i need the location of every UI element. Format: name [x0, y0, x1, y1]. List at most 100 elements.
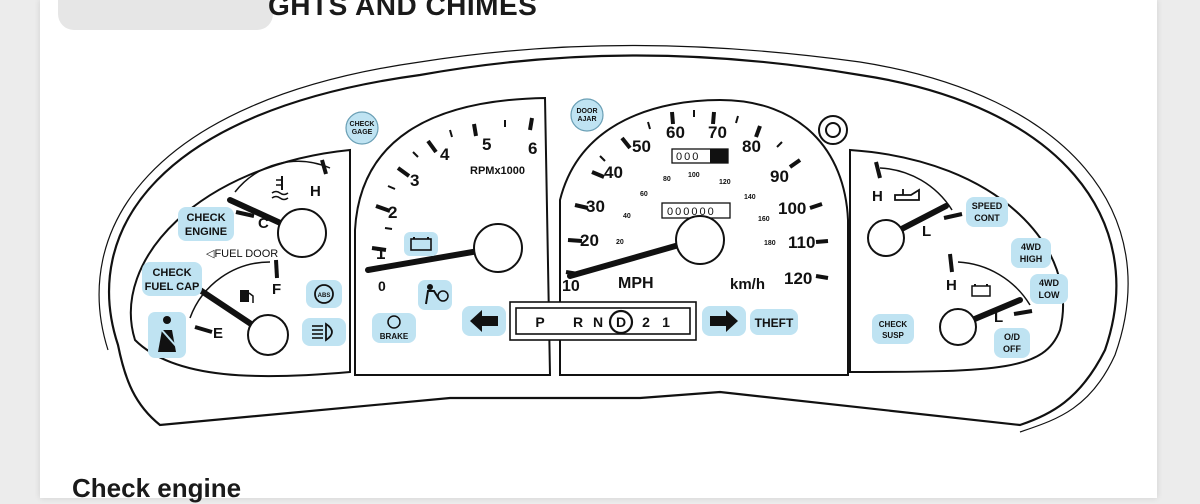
speed-control-indicator: SPEED CONT [966, 197, 1008, 227]
fuel-full-label: F [272, 281, 281, 298]
section-heading: GHTS AND CHIMES [268, 0, 538, 21]
coolant-temp-icon [271, 176, 289, 201]
batt-high-label: H [946, 277, 957, 294]
battery-gauge-icon [971, 284, 991, 297]
left-turn-indicator [462, 306, 506, 336]
gear-r: R [573, 314, 583, 330]
svg-text:CHECK: CHECK [350, 121, 375, 128]
svg-text:CONT: CONT [974, 213, 1000, 223]
trip-reset-knob [818, 115, 848, 145]
speed-kmh-160: 160 [758, 216, 770, 223]
batt-low-label: L [994, 309, 1003, 326]
check-gage-indicator: CHECK GAGE [345, 111, 379, 145]
left-arrow-icon [470, 310, 498, 332]
svg-text:LOW: LOW [1039, 290, 1060, 300]
gear-d: D [616, 314, 626, 330]
temperature-gauge: H C [227, 159, 331, 258]
speed-hub [675, 215, 725, 265]
speed-kmh-40: 40 [623, 213, 631, 220]
svg-text:THEFT: THEFT [755, 316, 794, 330]
trip-odometer-value: 000 [676, 151, 700, 163]
fuel-gauge: F E [189, 259, 289, 356]
gear-p: P [535, 314, 544, 330]
tach-tick-3 [396, 166, 411, 178]
svg-text:FUEL CAP: FUEL CAP [145, 281, 200, 293]
tach-tick-1 [371, 246, 387, 252]
speed-kmh-140: 140 [744, 194, 756, 201]
odometer-value: 000000 [667, 206, 716, 218]
temp-cold-tick [235, 210, 255, 218]
gear-n: N [593, 314, 603, 330]
brake-icon [387, 315, 401, 329]
svg-text:BRAKE: BRAKE [380, 332, 409, 341]
tach-unit: RPMx1000 [470, 165, 525, 177]
airbag-indicator [418, 280, 452, 310]
oil-pressure-gauge: H L [867, 161, 963, 257]
speed-mph-100: 100 [778, 199, 806, 218]
svg-text:SPEED: SPEED [972, 201, 1003, 211]
section-subheading: Check engine [72, 473, 242, 503]
batt-hub [939, 308, 977, 346]
abs-icon [314, 284, 334, 304]
tach-minor-tick [412, 151, 419, 158]
tach-label-4: 4 [440, 145, 450, 164]
svg-text:DOOR: DOOR [577, 108, 598, 115]
airbag-icon [425, 284, 449, 305]
seatbelt-warning-indicator [148, 312, 186, 358]
speed-mph-90: 90 [770, 167, 789, 186]
speed-mph-20: 20 [580, 231, 599, 250]
fuel-full-tick [274, 259, 279, 279]
tach-tick-2 [375, 204, 391, 213]
overdrive-off-indicator: O/D OFF [994, 328, 1030, 358]
speed-kmh-180: 180 [764, 240, 776, 247]
tachometer: 1 2 3 4 5 6 0 RPMx1000 [365, 117, 537, 294]
fuel-hub [247, 314, 289, 356]
svg-text:OFF: OFF [1003, 344, 1021, 354]
check-engine-indicator: CHECK ENGINE [178, 207, 234, 241]
speed-mph-40: 40 [604, 163, 623, 182]
gear-selected-ring [608, 309, 634, 335]
speedometer: 10 20 30 40 50 60 70 80 90 100 110 120 2… [562, 110, 829, 295]
speed-unit-kmh: km/h [730, 276, 765, 293]
speed-mph-70: 70 [708, 123, 727, 142]
svg-text:ABS: ABS [318, 293, 331, 299]
speed-kmh-20: 20 [616, 239, 624, 246]
speed-mph-80: 80 [742, 137, 761, 156]
speed-mph-120: 120 [784, 269, 812, 288]
cluster-inner-bezel [98, 44, 1129, 433]
svg-text:CHECK: CHECK [879, 320, 908, 329]
check-fuel-cap-indicator: CHECK FUEL CAP [142, 262, 202, 296]
battery-icon [410, 237, 432, 251]
speed-mph-10-partial: 10 [562, 278, 580, 295]
high-beam-icon [312, 322, 333, 342]
temp-cold-label: C [258, 215, 269, 232]
speed-mph-30: 30 [586, 197, 605, 216]
tachometer-face [354, 96, 552, 376]
tach-tick-4 [426, 139, 438, 154]
abs-indicator: ABS [306, 280, 342, 308]
tach-hub [473, 223, 523, 273]
four-wd-high-indicator: 4WD HIGH [1011, 238, 1051, 268]
oil-low-label: L [922, 223, 931, 240]
tach-label-0: 0 [378, 278, 386, 294]
svg-text:4WD: 4WD [1021, 242, 1042, 252]
theft-indicator: THEFT [750, 309, 798, 335]
gear-selector-display: P R N D 2 1 [509, 301, 697, 341]
fuel-pump-icon [240, 290, 254, 303]
tach-minor-tick [449, 129, 453, 138]
fuel-door-label: ◁FUEL DOOR [206, 248, 278, 260]
speed-kmh-60: 60 [640, 191, 648, 198]
oil-can-icon [894, 188, 920, 201]
door-ajar-indicator: DOOR AJAR [570, 98, 604, 132]
svg-text:CHECK: CHECK [152, 267, 191, 279]
temp-hub [277, 208, 327, 258]
tach-minor-tick [387, 185, 396, 190]
tach-label-3: 3 [410, 171, 419, 190]
tach-label-2: 2 [388, 203, 397, 222]
svg-text:SUSP: SUSP [882, 331, 904, 340]
temp-hot-label: H [310, 183, 321, 200]
tach-label-6: 6 [528, 139, 537, 158]
batt-low-tick [1013, 309, 1033, 316]
battery-voltage-gauge: H L [939, 253, 1033, 346]
speed-mph-60: 60 [666, 123, 685, 142]
